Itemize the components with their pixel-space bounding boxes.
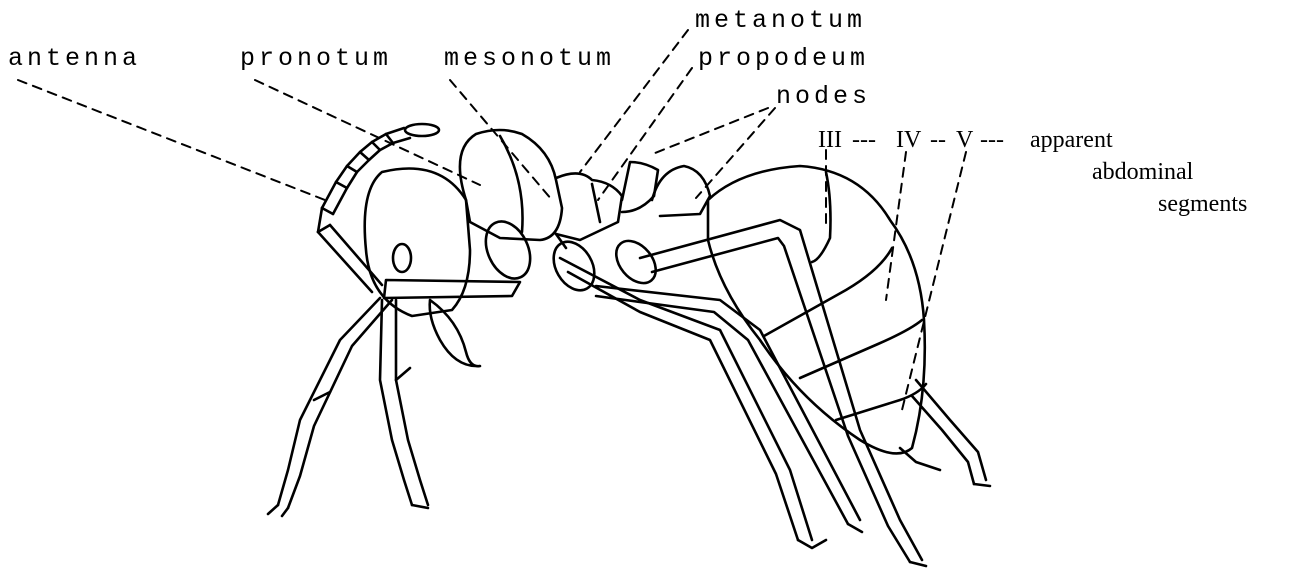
petiole-nodes-shape — [622, 162, 710, 216]
leader-pronotum — [255, 80, 480, 185]
mesosoma-shape — [460, 130, 664, 298]
label-segment-iv: IV — [896, 128, 921, 152]
label-apparent: apparent — [1030, 128, 1113, 152]
dashes-1: --- — [852, 128, 876, 152]
label-metanotum: metanotum — [695, 8, 866, 33]
label-segment-iii: III — [818, 128, 842, 152]
label-pronotum: pronotum — [240, 46, 392, 71]
dashes-3: --- — [980, 128, 1004, 152]
leader-node-1 — [650, 108, 768, 155]
dashes-2: -- — [930, 128, 946, 152]
leader-antenna — [18, 80, 325, 200]
label-segment-v: V — [956, 128, 973, 152]
label-abdominal: abdominal — [1092, 160, 1193, 184]
legs-shape — [268, 220, 990, 566]
label-propodeum: propodeum — [698, 46, 869, 71]
antenna-shape — [318, 124, 439, 292]
label-mesonotum: mesonotum — [444, 46, 615, 71]
label-segments: segments — [1158, 192, 1247, 216]
leader-seg-iv — [886, 152, 906, 300]
leader-seg-v — [902, 152, 966, 410]
label-nodes: nodes — [776, 84, 871, 109]
label-antenna: antenna — [8, 46, 141, 71]
